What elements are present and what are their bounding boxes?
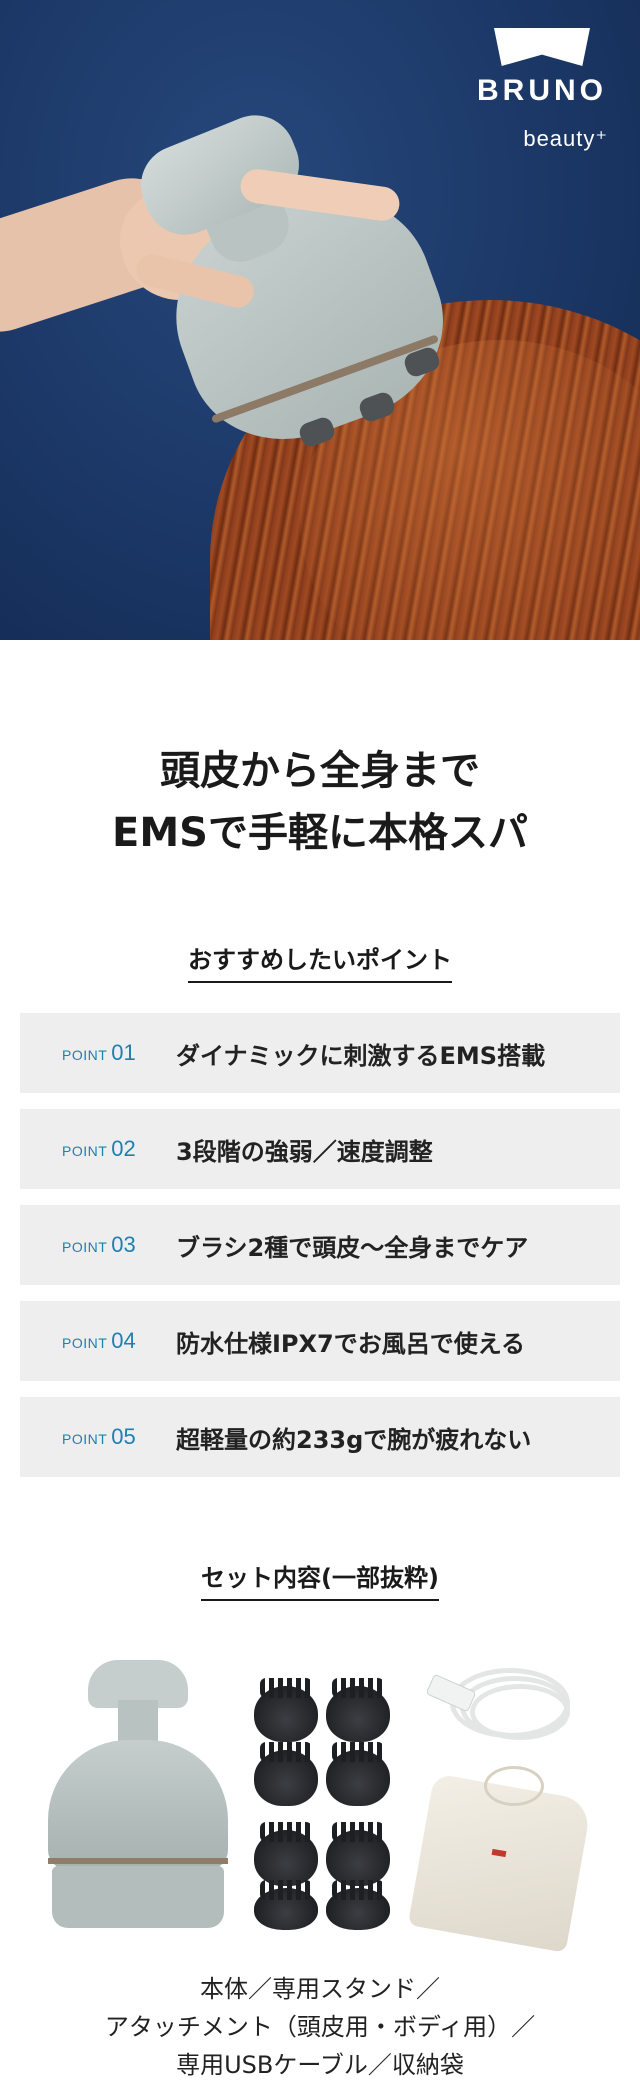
set-caption-line-2: アタッチメント（頭皮用・ボディ用）／ — [104, 2013, 536, 2041]
hero-image: BRUNO beauty⁺ — [0, 0, 640, 640]
headline: 頭皮から全身まで EMSで手軽に本格スパ — [0, 740, 640, 864]
point-number: 04 — [111, 1328, 136, 1353]
set-caption: 本体／専用スタンド／ アタッチメント（頭皮用・ボディ用）／ 専用USBケーブル／… — [0, 1970, 640, 2084]
points-section-title: おすすめしたいポイント — [0, 940, 640, 983]
point-text: ダイナミックに刺激するEMS搭載 — [176, 1041, 546, 1070]
storage-pouch — [407, 1760, 593, 1953]
bruno-mark-icon — [494, 28, 590, 66]
point-word: POINT — [62, 1431, 108, 1447]
brand-logo[interactable]: BRUNO beauty⁺ — [472, 28, 612, 152]
attachments — [252, 1660, 396, 1930]
set-caption-line-1: 本体／専用スタンド／ — [200, 1975, 440, 2003]
headline-line-1: 頭皮から全身まで — [160, 748, 480, 794]
brand-sub: beauty⁺ — [523, 126, 608, 151]
point-word: POINT — [62, 1335, 108, 1351]
scalp-attachment — [326, 1678, 390, 1742]
points-title-text: おすすめしたいポイント — [188, 940, 452, 983]
set-title-text: セット内容(一部抜粋) — [201, 1558, 439, 1601]
body-attachment — [254, 1880, 318, 1930]
device-stand — [52, 1866, 224, 1928]
point-word: POINT — [62, 1239, 108, 1255]
body-attachment — [326, 1880, 390, 1930]
scalp-attachment — [254, 1678, 318, 1742]
point-number: 01 — [111, 1040, 136, 1065]
device-with-stand — [48, 1660, 228, 1930]
point-word: POINT — [62, 1047, 108, 1063]
pouch-drawstring — [484, 1766, 544, 1806]
set-contents-image — [0, 1640, 640, 1970]
scalp-attachment — [254, 1742, 318, 1806]
point-number: 05 — [111, 1424, 136, 1449]
body-attachment — [326, 1822, 390, 1886]
set-caption-line-3: 専用USBケーブル／収納袋 — [176, 2051, 464, 2079]
brand-name: BRUNO — [477, 74, 607, 107]
device-dome — [48, 1740, 228, 1870]
device-band — [48, 1858, 228, 1864]
scalp-attachment — [326, 1742, 390, 1806]
point-text: 防水仕様IPX7でお風呂で使える — [176, 1329, 526, 1358]
set-section-title: セット内容(一部抜粋) — [0, 1558, 640, 1601]
cable-coil — [470, 1684, 570, 1740]
body-attachment — [254, 1822, 318, 1886]
point-text: 超軽量の約233gで腕が疲れない — [176, 1425, 532, 1454]
point-text: ブラシ2種で頭皮〜全身までケア — [176, 1233, 529, 1262]
headline-line-2: EMSで手軽に本格スパ — [112, 810, 528, 856]
point-number: 03 — [111, 1232, 136, 1257]
point-word: POINT — [62, 1143, 108, 1159]
point-text: 3段階の強弱／速度調整 — [176, 1137, 433, 1166]
point-number: 02 — [111, 1136, 136, 1161]
usb-cable — [420, 1660, 580, 1760]
